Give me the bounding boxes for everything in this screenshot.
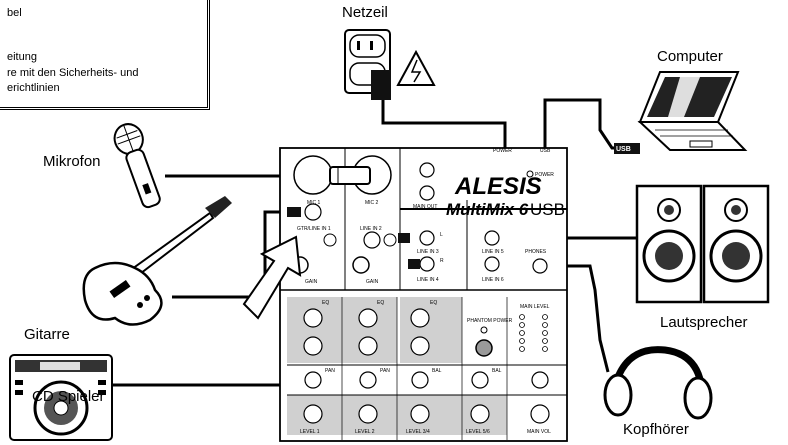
headphones-label: Kopfhörer xyxy=(623,421,689,438)
headphones xyxy=(603,346,713,420)
eq2-label: EQ xyxy=(377,300,384,306)
cd-player xyxy=(9,354,113,441)
line-in6-label: LINE IN 6 xyxy=(482,277,504,283)
speakers-label: Lautsprecher xyxy=(660,314,748,331)
model-name: MultiMix 6 xyxy=(446,200,529,219)
usb-input-label: USB xyxy=(540,148,551,154)
studio-speakers xyxy=(635,184,770,304)
level2-label: LEVEL 2 xyxy=(355,429,375,435)
line-in5-label: LINE IN 5 xyxy=(482,249,504,255)
note-line-1: bel xyxy=(7,7,22,19)
phones-label: PHONES xyxy=(525,249,547,255)
power-label: Netzeil xyxy=(342,4,388,21)
note-line-3: re mit den Sicherheits- und xyxy=(7,67,139,79)
bal34-label: BAL xyxy=(432,368,442,374)
power-cable xyxy=(381,100,507,148)
mixer: MIC 1 MIC 2 GTR/LINE IN 1 LINE IN 2 GAIN… xyxy=(279,147,568,442)
level34-label: LEVEL 3/4 xyxy=(406,429,430,435)
line-in3-label: LINE IN 3 xyxy=(417,249,439,255)
phantom-label: PHANTOM POWER xyxy=(467,318,513,324)
note-line-2: eitung xyxy=(7,51,37,63)
model-suffix: USB xyxy=(530,200,565,219)
gain2-label: GAIN xyxy=(366,279,379,285)
main-level-label: MAIN LEVEL xyxy=(520,304,550,310)
bal56-label: BAL xyxy=(492,368,502,374)
mic2-label: MIC 2 xyxy=(365,200,379,206)
main-out-label: MAIN OUT xyxy=(413,204,437,210)
mic1-label: MIC 1 xyxy=(307,200,321,206)
microphone xyxy=(113,123,161,209)
level56-label: LEVEL 5/6 xyxy=(466,429,490,435)
level1-label: LEVEL 1 xyxy=(300,429,320,435)
switch-arrow xyxy=(242,235,302,320)
line-in2-label: LINE IN 2 xyxy=(360,226,382,232)
brand-logo: ALESIS xyxy=(454,173,542,200)
computer-label: Computer xyxy=(657,48,723,65)
laptop-computer: USB xyxy=(614,71,748,154)
instruction-note-box: bel eitung re mit den Sicherheits- und e… xyxy=(0,0,210,110)
eq1-label: EQ xyxy=(322,300,329,306)
jack-r-34: R xyxy=(440,258,444,264)
power-led-label: POWER xyxy=(535,172,554,178)
wall-outlet xyxy=(344,29,436,100)
electric-guitar xyxy=(82,196,232,326)
main-vol-label: MAIN VOL xyxy=(527,429,551,435)
gtr-line1-label: GTR/LINE IN 1 xyxy=(297,226,331,232)
cd-player-label: CD Spieler xyxy=(32,388,105,405)
gain1-label: GAIN xyxy=(305,279,318,285)
pan2-label: PAN xyxy=(380,368,390,374)
eq3-label: EQ xyxy=(430,300,437,306)
pan1-label: PAN xyxy=(325,368,335,374)
microphone-label: Mikrofon xyxy=(43,153,101,170)
note-line-4: erichtlinien xyxy=(7,82,60,94)
power-input-label: POWER xyxy=(493,148,512,154)
jack-l-34: L xyxy=(440,232,443,238)
line-in4-label: LINE IN 4 xyxy=(417,277,439,283)
headphone-cable xyxy=(540,264,610,373)
usb-plug-label: USB xyxy=(616,146,631,153)
guitar-label: Gitarre xyxy=(24,326,70,343)
usb-cable xyxy=(543,98,625,150)
